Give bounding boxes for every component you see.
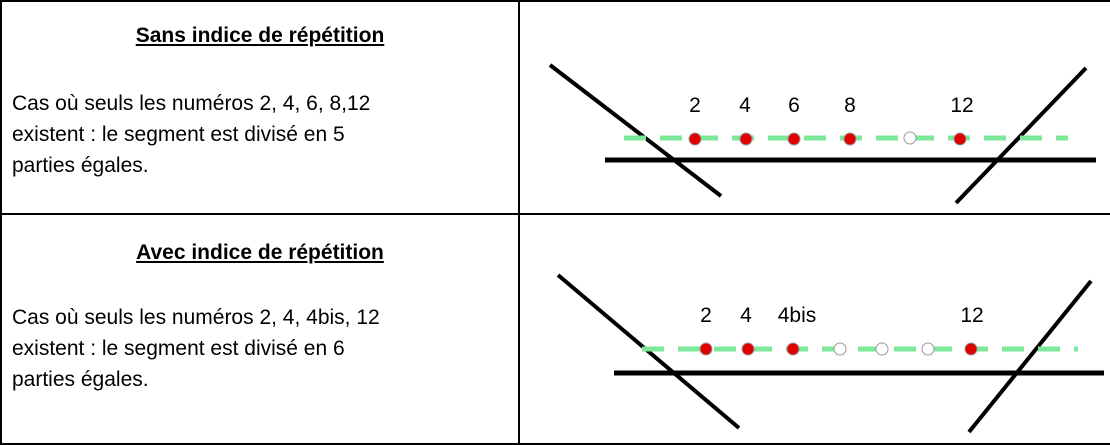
row-title: Avec indice de répétition [136, 241, 384, 264]
row-title: Sans indice de répétition [135, 24, 385, 47]
description-line: Cas où seuls les numéros 2, 4, 4bis, 12 [12, 306, 380, 329]
description-cell: Sans indice de répétition Cas où seuls l… [0, 0, 520, 215]
diagram-cell: 2 4 6 8 12 [518, 0, 1110, 215]
house-point-12 [964, 342, 978, 356]
house-point-2 [688, 132, 702, 146]
description-line: existent : le segment est divisé en 6 [12, 337, 345, 360]
table-row: Sans indice de répétition Cas où seuls l… [0, 0, 1110, 215]
diagonal-street-right [967, 279, 1093, 434]
description-line: Cas où seuls les numéros 2, 4, 6, 8,12 [12, 92, 371, 115]
street-diagram: 2 4 6 8 12 [548, 63, 1096, 205]
number-label: 2 [700, 304, 712, 327]
house-point-empty [875, 342, 889, 356]
house-point-empty [921, 342, 935, 356]
description-line: existent : le segment est divisé en 5 [12, 123, 345, 146]
house-point-2 [699, 342, 713, 356]
table-row: Avec indice de répétition Cas où seuls l… [0, 213, 1110, 445]
number-label: 4 [740, 304, 752, 327]
number-label: 2 [689, 94, 701, 117]
description-line: parties égales. [12, 154, 149, 177]
house-point-8 [843, 132, 857, 146]
number-label: 8 [844, 94, 856, 117]
diagonal-street-left [548, 63, 723, 198]
description-cell: Avec indice de répétition Cas où seuls l… [0, 213, 520, 445]
house-point-4bis [786, 342, 800, 356]
number-label: 4bis [778, 304, 817, 327]
row-description: Cas où seuls les numéros 2, 4, 4bis, 12 … [12, 302, 510, 395]
number-label: 12 [960, 304, 983, 327]
house-point-6 [787, 132, 801, 146]
number-label: 6 [788, 94, 800, 117]
house-point-empty [833, 342, 847, 356]
house-point-empty [903, 131, 917, 145]
number-label: 4 [739, 94, 751, 117]
number-label: 12 [950, 94, 973, 117]
street-diagram: 2 4 4bis 12 [556, 273, 1104, 434]
house-point-4 [741, 342, 755, 356]
house-point-4 [739, 132, 753, 146]
description-line: parties égales. [12, 368, 149, 391]
diagram-cell: 2 4 4bis 12 [518, 213, 1110, 445]
house-point-12 [953, 132, 967, 146]
row-description: Cas où seuls les numéros 2, 4, 6, 8,12 e… [12, 88, 510, 181]
